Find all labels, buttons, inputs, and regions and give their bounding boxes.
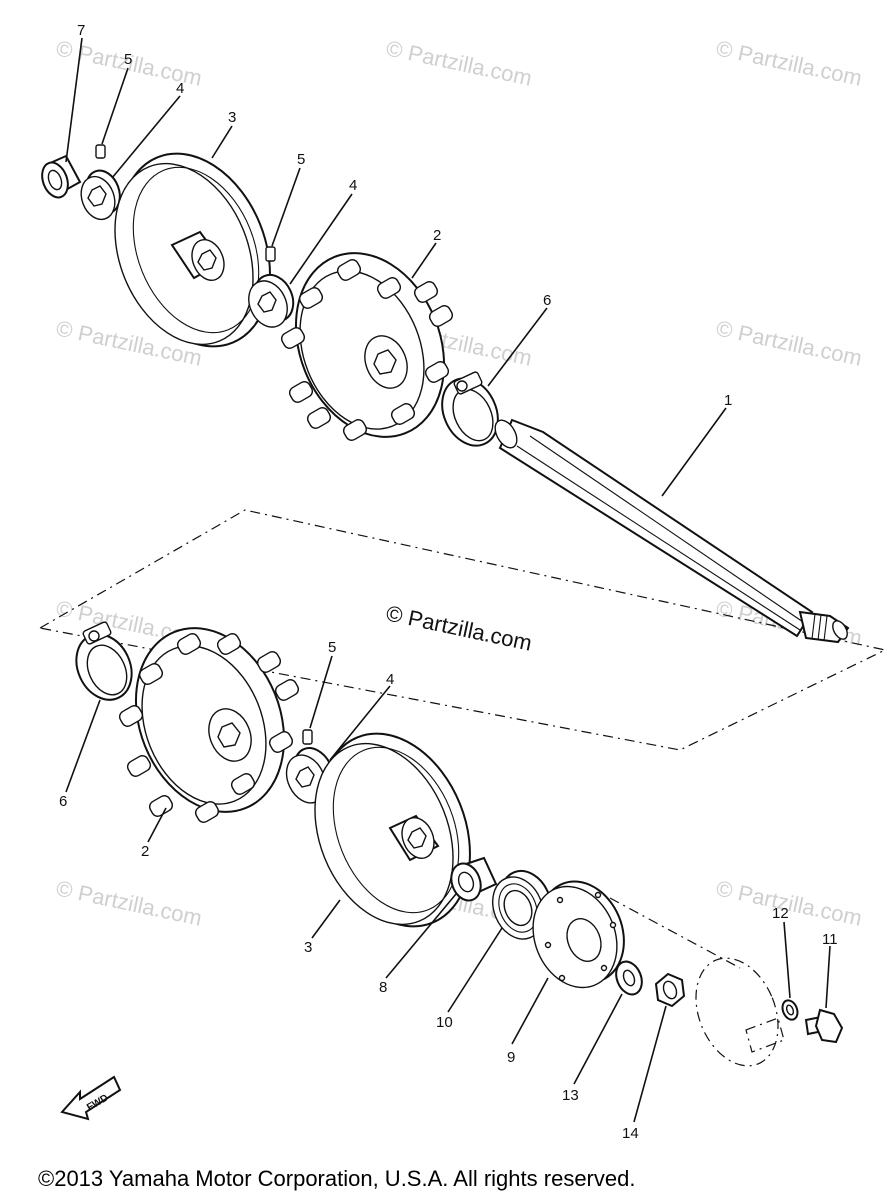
callout-5: 5 xyxy=(297,151,305,168)
callout-5: 5 xyxy=(328,639,336,656)
sprocket-teeth xyxy=(118,633,300,823)
callout-2: 2 xyxy=(141,843,149,860)
part-10-ball-bearing xyxy=(492,869,553,940)
callout-4: 4 xyxy=(176,80,184,97)
part-12-lock-washer xyxy=(781,999,799,1021)
watermark: © Partzilla.com xyxy=(384,35,534,90)
sprocket-teeth xyxy=(280,259,454,441)
part-6-hose-clamp xyxy=(75,621,133,701)
part-5-spacer xyxy=(302,729,313,745)
axle-housing-reference xyxy=(695,957,785,1067)
part-8-collar xyxy=(450,856,498,902)
callout-11: 11 xyxy=(822,931,838,948)
part-4-bearing xyxy=(248,273,295,328)
center-watermark: © Partzilla.com xyxy=(384,600,534,655)
callout-3: 3 xyxy=(228,109,236,126)
callout-8: 8 xyxy=(379,979,387,996)
part-2-sprocket xyxy=(280,252,454,441)
assembly-outline xyxy=(39,509,887,969)
part-2-sprocket xyxy=(118,627,300,823)
part-13-washer xyxy=(615,960,643,996)
leader-lines xyxy=(65,37,831,1123)
part-9-bearing-flange xyxy=(532,880,625,989)
watermark: © Partzilla.com xyxy=(714,35,864,90)
watermark: © Partzilla.com xyxy=(54,875,204,930)
forward-direction-arrow-icon: FWD xyxy=(60,1075,122,1121)
part-6-hose-clamp xyxy=(441,371,499,447)
part-5-spacer xyxy=(95,144,106,159)
callout-6: 6 xyxy=(543,292,551,309)
part-11-bolt xyxy=(804,1008,844,1044)
part-3-idler-wheel xyxy=(114,152,271,348)
copyright-notice: ©2013 Yamaha Motor Corporation, U.S.A. A… xyxy=(38,1166,635,1191)
part-5-spacer xyxy=(265,246,276,262)
watermark: © Partzilla.com xyxy=(714,875,864,930)
watermark: © Partzilla.com xyxy=(714,315,864,370)
callout-2: 2 xyxy=(433,227,441,244)
part-1-drive-axle xyxy=(494,418,850,644)
callout-14: 14 xyxy=(622,1125,639,1142)
callout-7: 7 xyxy=(77,22,85,39)
callout-12: 12 xyxy=(772,905,789,922)
callout-4: 4 xyxy=(349,177,357,194)
callout-1: 1 xyxy=(724,392,732,409)
callout-6: 6 xyxy=(59,793,67,810)
part-14-nut xyxy=(654,972,686,1008)
part-4-bearing xyxy=(80,169,121,221)
callout-9: 9 xyxy=(507,1049,515,1066)
callout-labels: 7 5 4 3 5 4 2 6 1 6 2 5 4 3 8 10 9 13 14… xyxy=(59,22,838,1142)
callout-10: 10 xyxy=(436,1014,453,1031)
callout-13: 13 xyxy=(562,1087,579,1104)
part-7-collar xyxy=(41,154,82,199)
part-3-idler-wheel xyxy=(314,732,471,928)
callout-5: 5 xyxy=(124,51,132,68)
callout-3: 3 xyxy=(304,939,312,956)
callout-4: 4 xyxy=(386,671,394,688)
